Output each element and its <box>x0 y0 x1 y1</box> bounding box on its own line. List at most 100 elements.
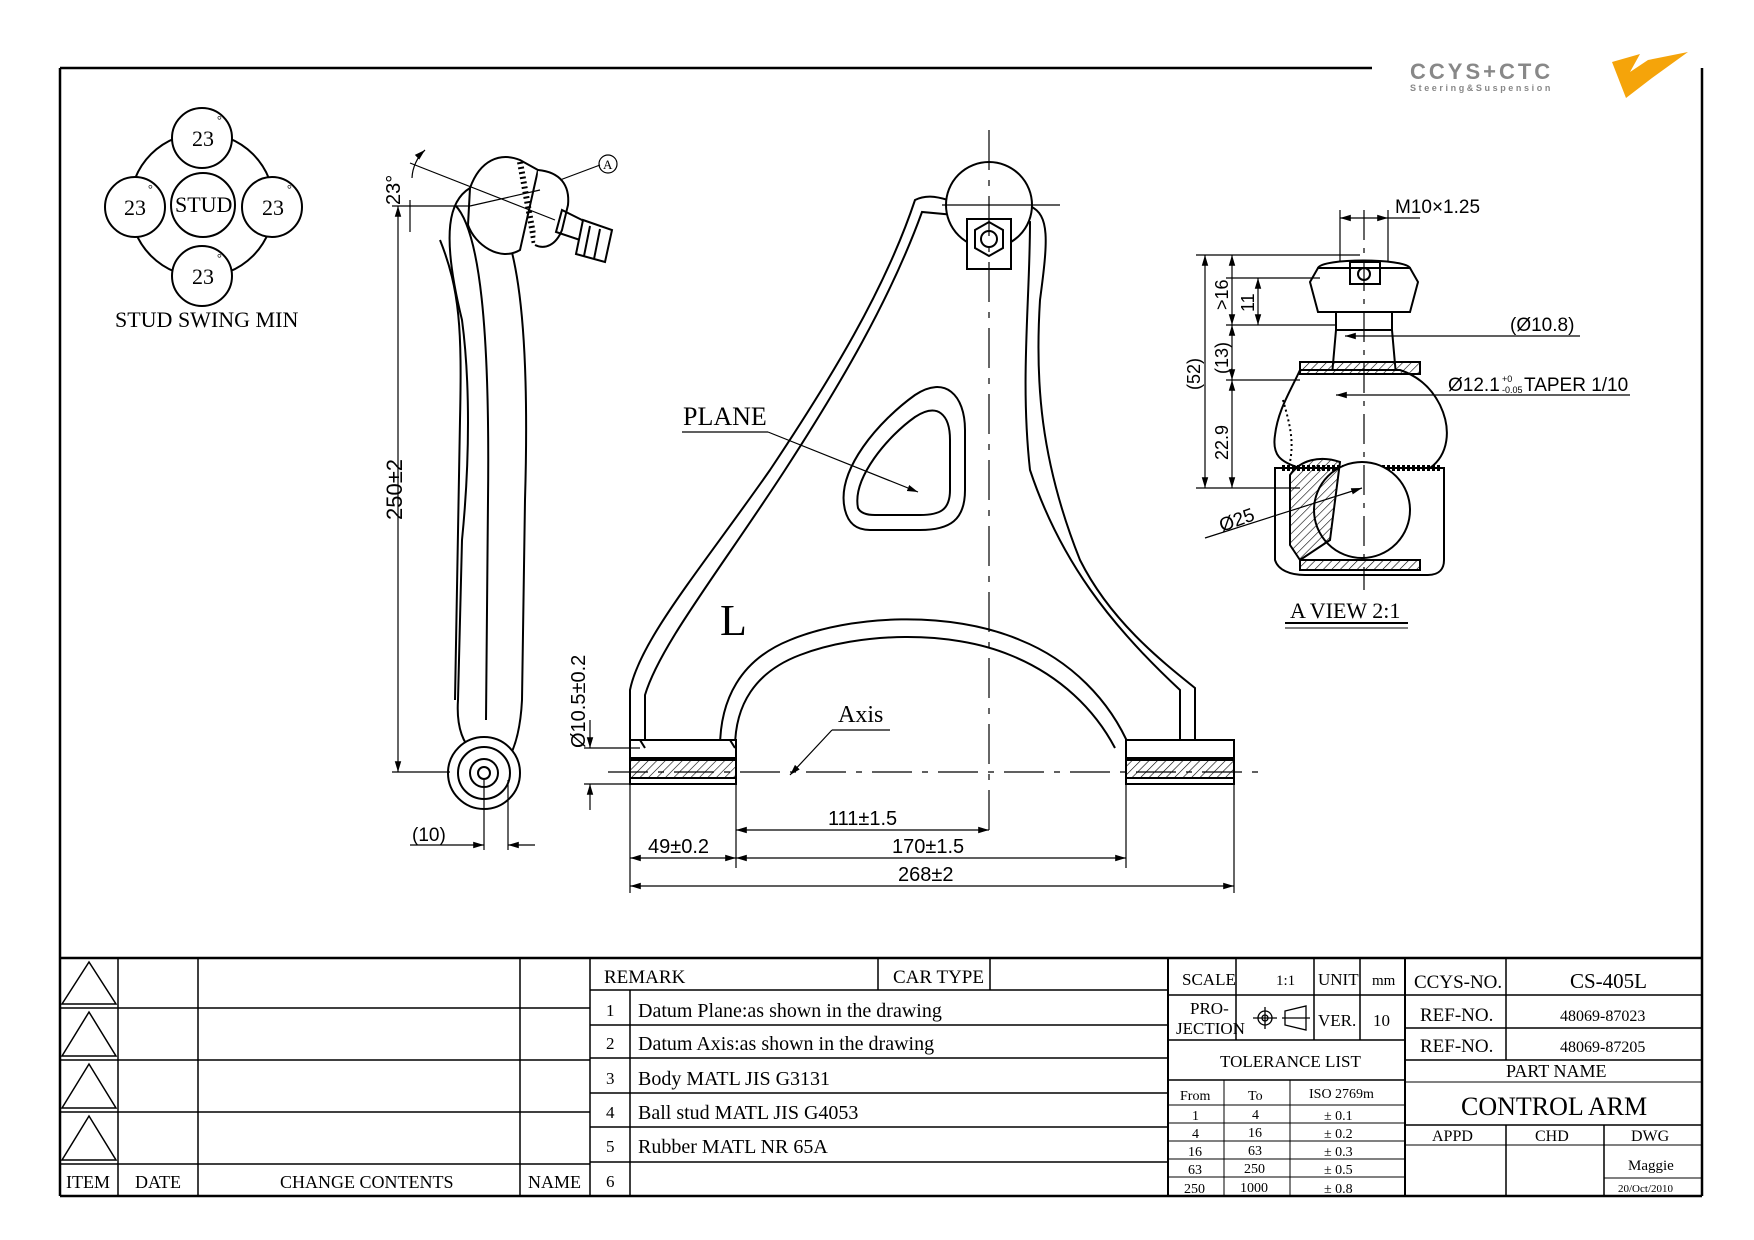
stud-swing-bottom: 23 <box>192 264 214 289</box>
tol-header-to: To <box>1248 1089 1263 1104</box>
stud-swing-diagram <box>104 107 303 307</box>
front-view-dimensions <box>584 130 1260 893</box>
ref-no-value-2: 48069-87205 <box>1560 1039 1645 1056</box>
logo-brand: CCYS+CTC <box>1410 59 1553 84</box>
degree-mark: ° <box>148 182 153 196</box>
dim-52: (52) <box>1184 358 1204 390</box>
tol-cell: ± 0.5 <box>1324 1163 1353 1178</box>
tol-header-from: From <box>1180 1089 1210 1104</box>
tol-cell: 250 <box>1184 1182 1205 1197</box>
projection-label-2: JECTION <box>1176 1019 1245 1038</box>
dim-gt16: >16 <box>1212 279 1232 310</box>
degree-mark: ° <box>217 251 222 265</box>
dim-13: (13) <box>1212 342 1232 374</box>
dim-11: 11 <box>1238 293 1258 312</box>
side-callout-a: A <box>603 157 613 172</box>
ref-no-value-1: 48069-87023 <box>1560 1008 1645 1025</box>
tolerance-title: TOLERANCE LIST <box>1220 1052 1361 1071</box>
dim-170: 170±1.5 <box>892 836 964 858</box>
tol-cell: 4 <box>1252 1108 1259 1123</box>
a-view-dimensions <box>1196 210 1630 629</box>
rev-col-name: NAME <box>528 1172 581 1192</box>
part-name-value: CONTROL ARM <box>1461 1092 1647 1121</box>
appd-label: APPD <box>1432 1128 1473 1145</box>
stud-swing-right: 23 <box>262 195 284 220</box>
ball-dia-label: Ø25 <box>1217 505 1258 537</box>
side-angle-label: 23° <box>383 175 405 205</box>
remark-text: Ball stud MATL JIS G4053 <box>638 1102 858 1124</box>
chd-label: CHD <box>1535 1128 1569 1145</box>
a-view-title: A VIEW 2:1 <box>1290 598 1400 623</box>
ccys-no-value: CS-405L <box>1570 969 1647 993</box>
company-logo: CCYS+CTC Steering&Suspension <box>1410 52 1688 98</box>
scale-value: 1:1 <box>1276 973 1295 989</box>
logo-flame-icon <box>1612 52 1688 98</box>
rev-col-item: ITEM <box>66 1172 110 1192</box>
title-block <box>60 956 1702 1196</box>
dim-22-9: 22.9 <box>1212 425 1232 460</box>
tol-cell: ± 0.2 <box>1324 1127 1353 1142</box>
axis-label: Axis <box>838 702 883 728</box>
bush-diameter-dim: Ø10.5±0.2 <box>568 655 590 748</box>
ref-no-label: REF-NO. <box>1420 1005 1493 1026</box>
side-length-label: 250±2 <box>382 459 407 520</box>
drawer-name: Maggie <box>1628 1158 1674 1174</box>
tol-cell: 250 <box>1244 1162 1265 1177</box>
ver-label: VER. <box>1318 1011 1356 1030</box>
tol-cell: ± 0.1 <box>1324 1109 1353 1124</box>
taper-suffix: TAPER 1/10 <box>1524 375 1628 396</box>
stud-swing-top: 23 <box>192 126 214 151</box>
dim-268: 268±2 <box>898 864 953 886</box>
drawing-date: 20/Oct/2010 <box>1618 1183 1673 1195</box>
a-view-detail <box>1273 259 1448 576</box>
rev-col-date: DATE <box>135 1172 181 1192</box>
remark-text: Datum Plane:as shown in the drawing <box>638 1000 942 1022</box>
projection-symbol-icon <box>1253 1005 1310 1031</box>
taper-prefix: Ø12.1 <box>1448 375 1500 396</box>
remark-header: REMARK <box>604 967 686 988</box>
part-name-label: PART NAME <box>1506 1061 1606 1081</box>
scale-label: SCALE <box>1182 970 1236 989</box>
side-offset-label: (10) <box>412 825 446 846</box>
tol-cell: 1 <box>1192 1109 1199 1124</box>
logo-tagline: Steering&Suspension <box>1410 83 1553 93</box>
tol-cell: 1000 <box>1240 1181 1268 1196</box>
remark-text: Rubber MATL NR 65A <box>638 1136 828 1158</box>
degree-mark: ° <box>287 182 292 196</box>
stud-swing-left: 23 <box>124 195 146 220</box>
remark-text: Datum Axis:as shown in the drawing <box>638 1033 934 1055</box>
car-type-header: CAR TYPE <box>893 967 984 988</box>
side-view <box>439 156 614 810</box>
tol-header-iso: ISO 2769m <box>1309 1087 1374 1102</box>
dwg-label: DWG <box>1631 1128 1670 1145</box>
thread-label: M10×1.25 <box>1395 197 1480 218</box>
stud-swing-center: STUD <box>175 192 232 217</box>
tol-cell: 4 <box>1192 1127 1199 1142</box>
taper-tol-bottom: -0.05 <box>1502 385 1523 395</box>
tol-cell: 16 <box>1188 1145 1202 1160</box>
tol-cell: 16 <box>1248 1126 1262 1141</box>
stud-swing-caption: STUD SWING MIN <box>115 307 298 332</box>
remark-no: 4 <box>606 1103 615 1122</box>
ref-no-label: REF-NO. <box>1420 1036 1493 1057</box>
projection-label-1: PRO- <box>1190 999 1229 1018</box>
remark-no: 2 <box>606 1034 615 1053</box>
tol-cell: 63 <box>1248 1144 1262 1159</box>
side-mark-l: L <box>720 596 747 645</box>
tol-cell: ± 0.8 <box>1324 1182 1353 1197</box>
tol-cell: ± 0.3 <box>1324 1145 1353 1160</box>
sheet-border <box>58 66 1704 1198</box>
rev-col-change: CHANGE CONTENTS <box>280 1172 454 1192</box>
dim-111: 111±1.5 <box>828 808 897 830</box>
remark-no: 1 <box>606 1001 615 1020</box>
remark-no: 5 <box>606 1137 615 1156</box>
ver-value: 10 <box>1373 1011 1390 1030</box>
taper-tol-top: +0 <box>1502 374 1512 384</box>
remark-text: Body MATL JIS G3131 <box>638 1068 830 1090</box>
dim-49: 49±0.2 <box>648 836 709 858</box>
front-view <box>629 161 1235 785</box>
plane-label: PLANE <box>683 402 767 431</box>
unit-label: UNIT <box>1318 970 1359 989</box>
ccys-no-label: CCYS-NO. <box>1414 972 1502 993</box>
